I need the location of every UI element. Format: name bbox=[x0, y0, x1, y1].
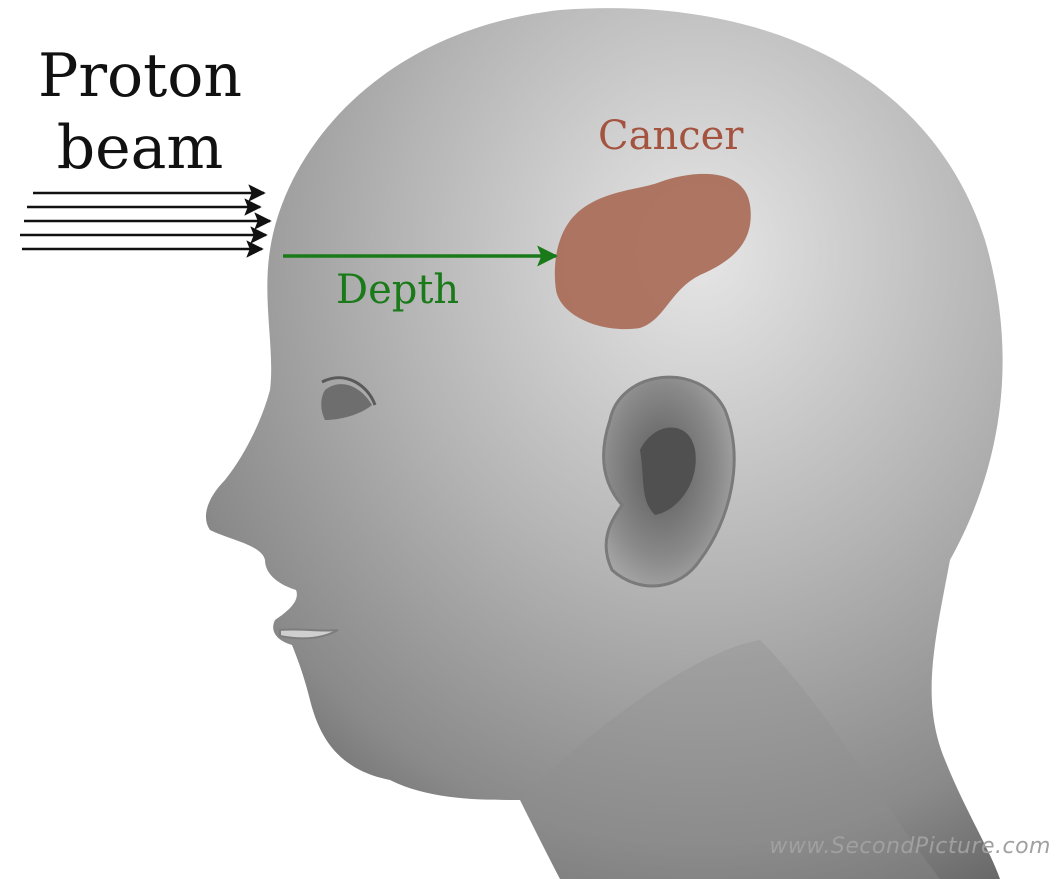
proton-beam-label-line2: beam bbox=[38, 112, 242, 184]
watermark: www.SecondPicture.com bbox=[769, 834, 1051, 859]
depth-label: Depth bbox=[336, 270, 459, 310]
cancer-label: Cancer bbox=[598, 116, 743, 156]
proton-beam-label-line1: Proton bbox=[38, 40, 242, 112]
beam-arrows bbox=[20, 193, 270, 249]
proton-beam-label: Proton beam bbox=[38, 40, 242, 184]
